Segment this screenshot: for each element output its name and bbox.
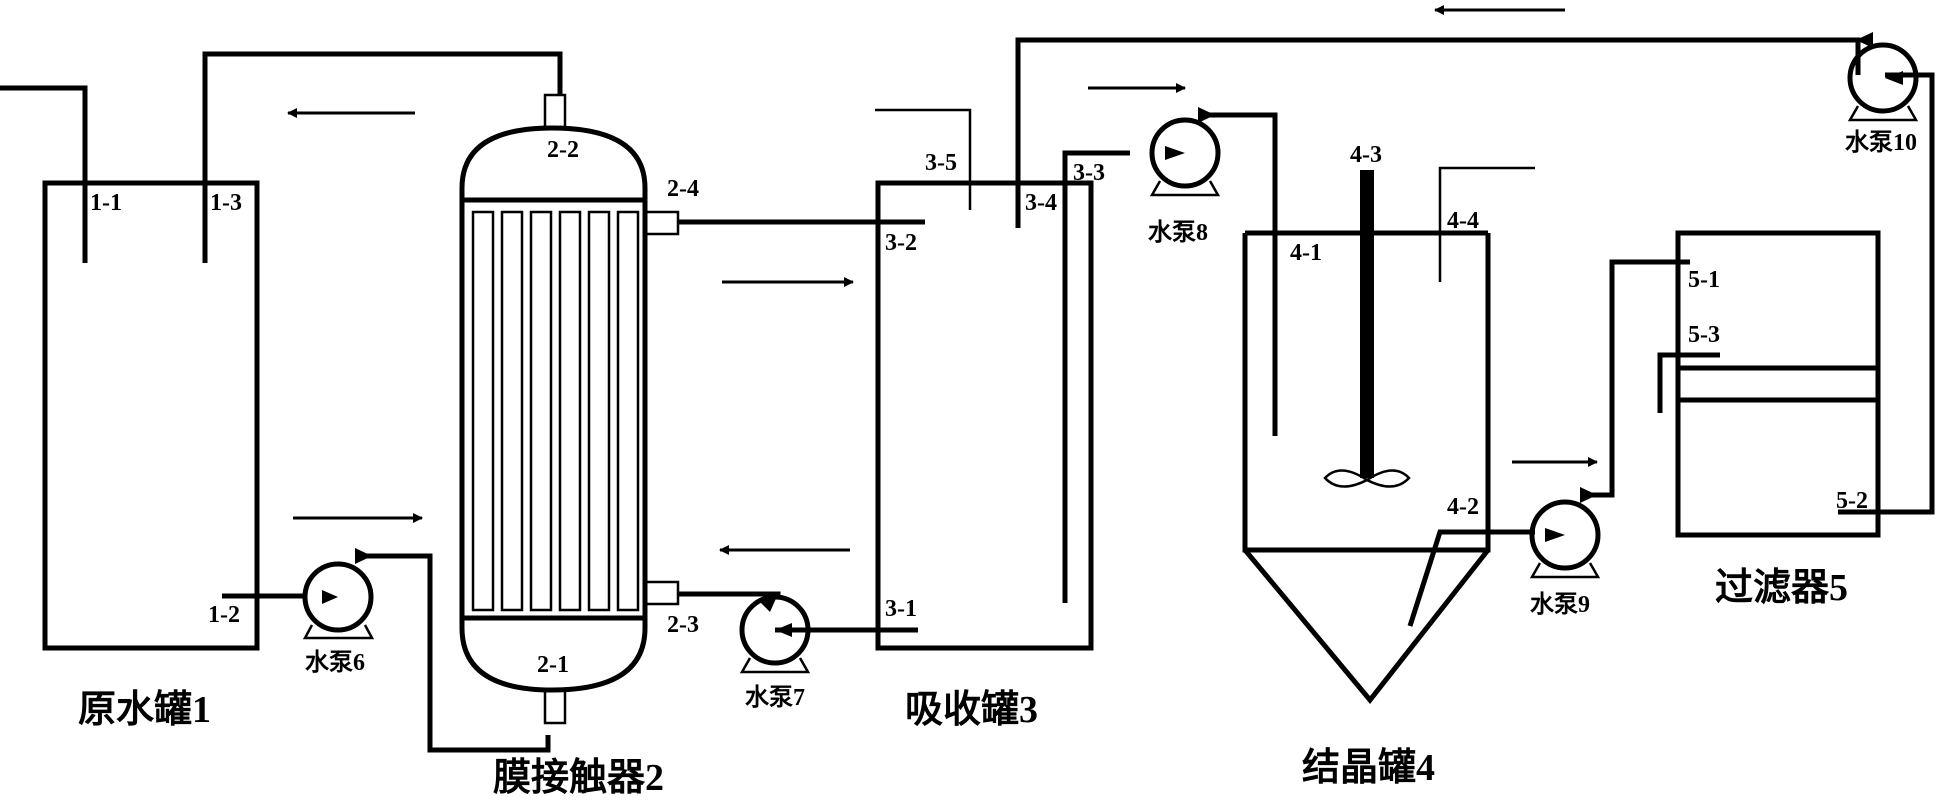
port-label-4-4: 4-4: [1447, 208, 1479, 234]
pump-7: [678, 591, 918, 674]
pump-6: [302, 548, 551, 753]
port-label-3-3: 3-3: [1073, 160, 1105, 186]
port-label-1-2: 1-2: [208, 602, 240, 628]
pump-8: [1149, 107, 1278, 436]
port-label-2-1: 2-1: [537, 652, 569, 678]
port-label-4-1: 4-1: [1290, 240, 1322, 266]
pump-7-label: 水泵7: [745, 684, 805, 711]
raw-water-tank: [0, 51, 563, 651]
membrane-contactor-title: 膜接触器2: [493, 757, 664, 799]
port-label-2-2: 2-2: [547, 137, 579, 163]
filter-title: 过滤器5: [1715, 567, 1848, 609]
pump-10: [1847, 32, 1919, 122]
pump-10-label: 水泵10: [1845, 129, 1917, 156]
pump-9: [1529, 259, 1690, 579]
port-label-1-1: 1-1: [90, 190, 122, 216]
port-label-5-3: 5-3: [1688, 322, 1720, 348]
flow-arrows: [287, 5, 1598, 555]
port-label-3-2: 3-2: [885, 230, 917, 256]
raw-water-tank-title: 原水罐1: [78, 689, 211, 731]
membrane-contactor: [459, 93, 925, 725]
pump-9-label: 水泵9: [1530, 591, 1590, 618]
port-label-3-4: 3-4: [1025, 190, 1057, 216]
crystallizer-title: 结晶罐4: [1302, 747, 1435, 789]
absorption-tank-title: 吸收罐3: [905, 689, 1038, 731]
port-label-3-1: 3-1: [885, 596, 917, 622]
port-label-3-5: 3-5: [925, 150, 957, 176]
port-label-2-4: 2-4: [667, 176, 699, 202]
port-label-1-3: 1-3: [210, 190, 242, 216]
pump-8-label: 水泵8: [1148, 219, 1208, 246]
port-label-2-3: 2-3: [667, 612, 699, 638]
filter-5: [1657, 72, 1935, 538]
crystallizer-tank: [1242, 166, 1535, 704]
port-label-5-1: 5-1: [1688, 267, 1720, 293]
port-label-5-2: 5-2: [1836, 488, 1868, 514]
port-label-4-2: 4-2: [1447, 494, 1479, 520]
port-label-4-3: 4-3: [1350, 142, 1382, 168]
pump-6-label: 水泵6: [305, 649, 365, 676]
